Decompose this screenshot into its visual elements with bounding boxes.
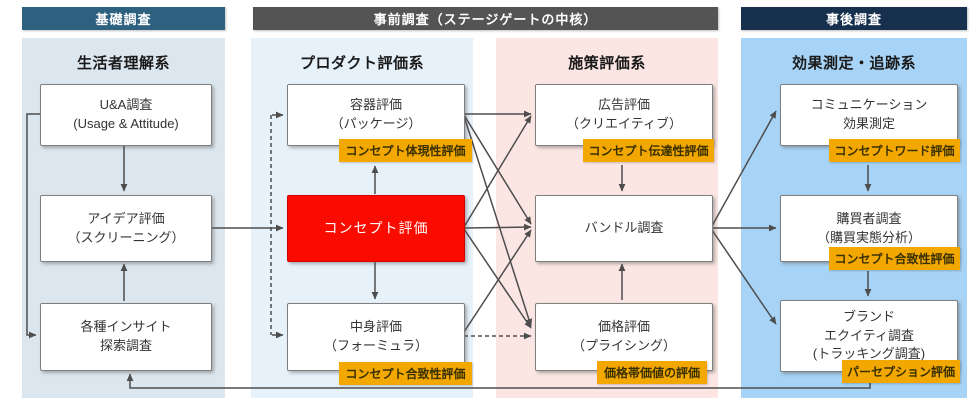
box-idea-screening: アイデア評価 （スクリーニング） <box>40 195 212 262</box>
phase-header-pre-research: 事前調査（ステージゲートの中核） <box>253 7 718 30</box>
tag-concept-fit-formula: コンセプト合致性評価 <box>339 362 472 385</box>
tag-concept-embodiment: コンセプト体現性評価 <box>339 139 472 162</box>
tag-concept-fit-shopper: コンセプト合致性評価 <box>829 247 960 270</box>
box-concept-evaluation-highlight: コンセプト評価 <box>287 195 465 262</box>
tag-price-band-value: 価格帯価値の評価 <box>597 361 707 384</box>
column-title-product-evaluation: プロダクト評価系 <box>299 54 424 72</box>
box-pricing-evaluation: 価格評価 （プライシング） <box>535 303 713 371</box>
box-formula-evaluation: 中身評価 （フォーミュラ） <box>287 303 465 371</box>
box-ua-survey: U&A調査 (Usage & Attitude) <box>40 84 212 146</box>
box-package-evaluation: 容器評価 （パッケージ） <box>287 84 465 146</box>
column-title-effect-tracking: 効果測定・追跡系 <box>791 54 916 72</box>
box-ad-creative-evaluation: 広告評価 （クリエイティブ） <box>535 84 713 146</box>
box-communication-effect: コミュニケーション 効果測定 <box>780 84 958 146</box>
phase-header-post-research: 事後調査 <box>741 7 967 30</box>
tag-concept-word: コンセプトワード評価 <box>829 139 960 162</box>
column-title-consumer-understanding: 生活者理解系 <box>76 54 170 72</box>
tag-concept-transmission: コンセプト伝達性評価 <box>583 139 714 162</box>
tag-perception: パーセプション評価 <box>842 360 960 383</box>
phase-header-basic-research: 基礎調査 <box>22 7 225 30</box>
box-insight-exploration: 各種インサイト 探索調査 <box>40 303 212 371</box>
column-title-measure-evaluation: 施策評価系 <box>568 54 646 72</box>
box-bundle-survey: バンドル調査 <box>535 195 713 262</box>
